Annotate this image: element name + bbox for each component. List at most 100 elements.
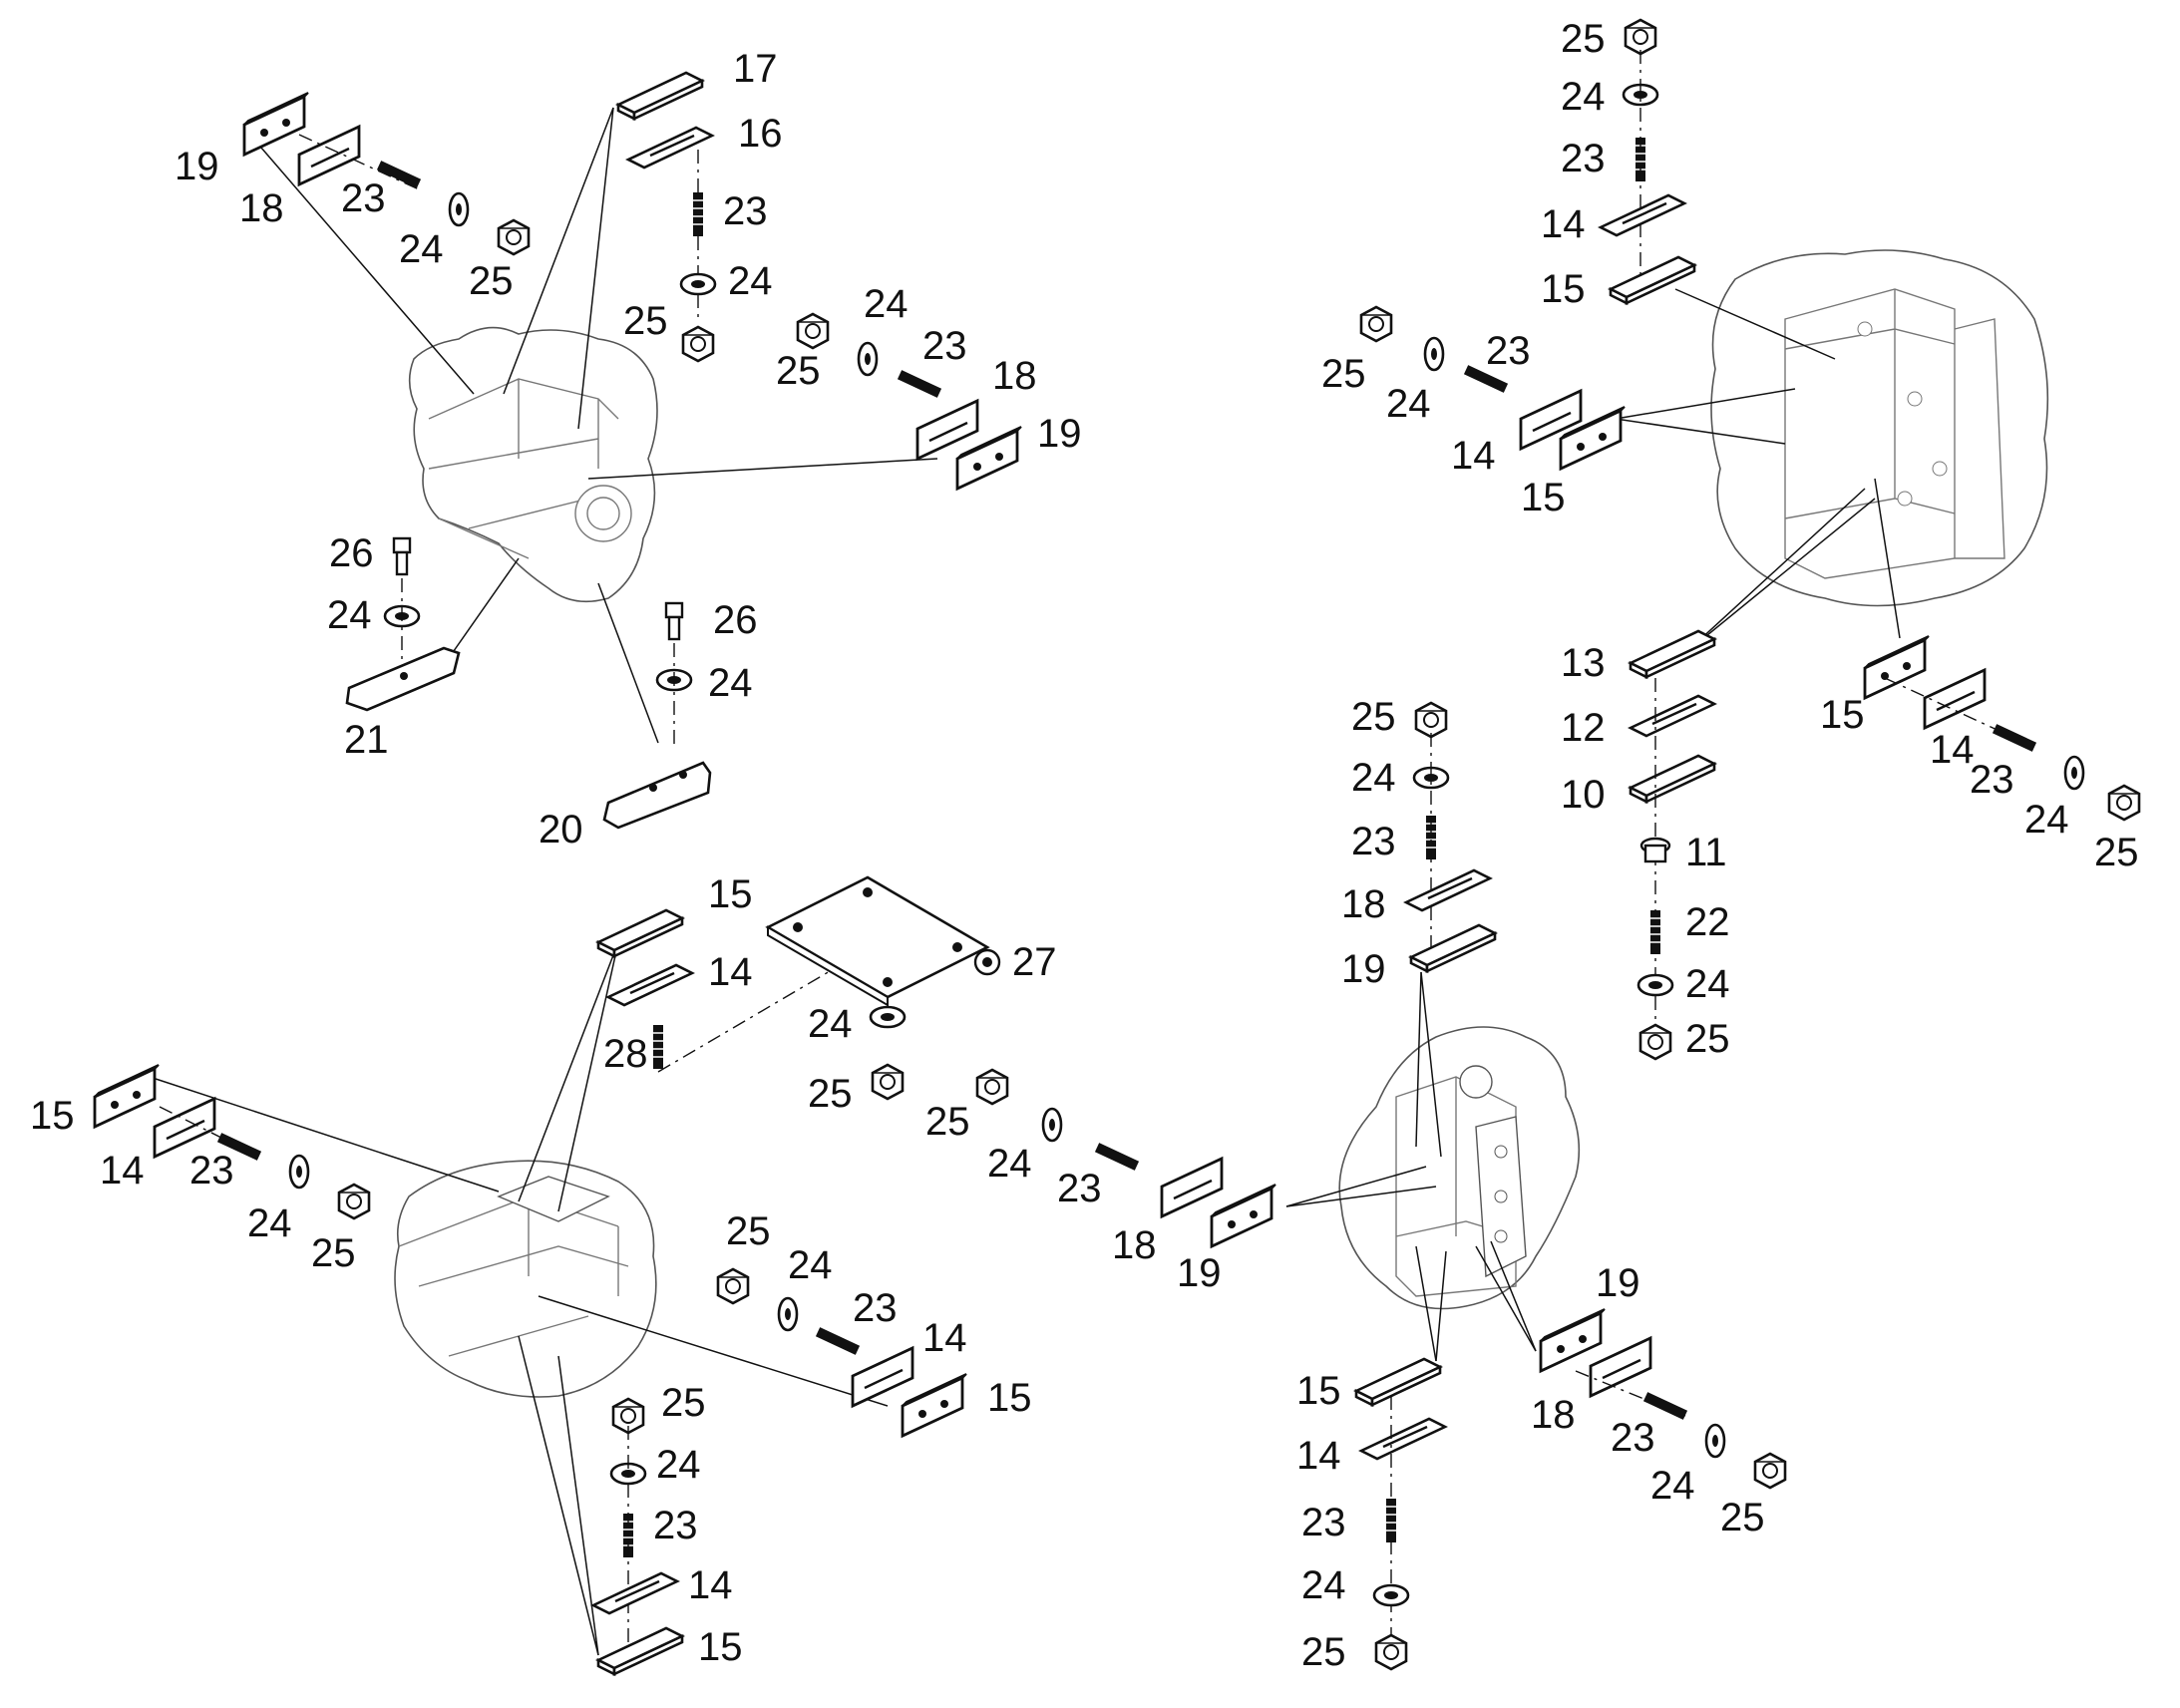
callout-label: 20	[539, 808, 583, 852]
plate-14-icon	[851, 1346, 914, 1408]
callout-label: 16	[738, 112, 783, 156]
callout-label: 25	[2094, 831, 2139, 874]
callout-label: 25	[661, 1381, 706, 1425]
callout-label: 28	[603, 1032, 648, 1076]
callout-label: 23	[922, 324, 967, 368]
stud-23-icon	[897, 370, 942, 398]
stud-28-icon	[652, 1024, 664, 1070]
callout-label: 24	[987, 1142, 1032, 1186]
callout-label: 24	[2024, 798, 2069, 842]
plate-18-icon	[1160, 1157, 1224, 1218]
callout-label: 24	[864, 282, 908, 326]
nut-25-icon	[2107, 784, 2141, 822]
plate-14-icon	[1599, 193, 1686, 237]
callout-label: 24	[1650, 1464, 1695, 1508]
callout-label: 25	[623, 299, 668, 343]
callout-label: 15	[708, 872, 753, 916]
callout-label: 15	[1521, 476, 1566, 519]
callout-label: 18	[239, 186, 284, 230]
plate-12-icon	[1629, 694, 1716, 738]
callout-label: 14	[1296, 1434, 1341, 1478]
nut-25-icon	[1374, 1633, 1408, 1671]
callout-label: 23	[1486, 329, 1531, 373]
plate-15-icon	[1354, 1357, 1442, 1407]
plate-19-icon	[242, 91, 310, 157]
washer-24-icon	[1041, 1107, 1063, 1143]
stud-23-icon	[1992, 724, 2037, 752]
plate-19-icon	[1210, 1183, 1277, 1248]
nut-25-icon	[337, 1183, 371, 1220]
callout-label: 24	[1351, 756, 1396, 800]
callout-label: 24	[247, 1201, 292, 1245]
assembly-bottom-left	[93, 875, 1001, 1676]
pad-21-icon	[345, 646, 461, 712]
callout-label: 18	[1341, 882, 1386, 926]
assembly-top-right	[1359, 18, 2141, 1061]
plate-15-icon	[596, 908, 684, 958]
callout-label: 15	[30, 1094, 75, 1138]
callout-label: 14	[1930, 728, 1975, 772]
plate-18-icon	[915, 399, 979, 461]
callout-label: 19	[1341, 947, 1386, 991]
callout-label: 23	[653, 1504, 698, 1547]
callout-label: 15	[1541, 267, 1586, 311]
callout-label: 23	[189, 1149, 234, 1193]
nut-25-icon	[497, 218, 531, 256]
callout-labels: 19 18 23 24 25 17 16 23 24 25 25 24 23 1…	[30, 17, 2139, 1674]
callout-label: 15	[1296, 1369, 1341, 1413]
callout-label: 18	[1531, 1393, 1576, 1437]
callout-label: 13	[1561, 641, 1606, 685]
callout-label: 27	[1012, 940, 1057, 984]
callout-label: 15	[1820, 693, 1865, 737]
bolt-26-icon	[664, 601, 684, 641]
callout-label: 23	[1970, 758, 2014, 802]
nut-25-icon	[1624, 18, 1657, 56]
stud-22-icon	[1649, 909, 1661, 955]
callout-label: 21	[344, 718, 389, 762]
assembly-top-left	[242, 71, 1023, 830]
assembly-bottom-right	[975, 701, 1787, 1671]
callout-label: 14	[1541, 202, 1586, 246]
callout-label: 25	[808, 1072, 853, 1116]
stud-23-icon	[1385, 1498, 1397, 1543]
nut-25-icon	[871, 1063, 905, 1101]
callout-label: 14	[922, 1316, 967, 1360]
nut-25-icon	[1638, 1023, 1672, 1061]
pad-20-icon	[602, 761, 712, 830]
nut-25-icon	[796, 312, 830, 350]
callout-label: 24	[708, 661, 753, 705]
nut-25-icon	[1753, 1452, 1787, 1490]
nut-25-icon	[1414, 701, 1448, 739]
plate-19-icon	[1539, 1307, 1607, 1373]
stud-23-icon	[692, 191, 704, 237]
plate-18-icon	[1404, 868, 1492, 912]
washer-24-icon	[1636, 973, 1674, 997]
callout-label: 14	[1451, 434, 1496, 478]
callout-label: 15	[698, 1625, 743, 1669]
mounting-plate-27-icon	[765, 875, 1001, 1007]
plate-13-icon	[1629, 629, 1716, 679]
callout-label: 26	[329, 531, 374, 575]
washer-24-icon	[2063, 755, 2085, 791]
callout-label: 24	[656, 1443, 701, 1487]
callout-label: 23	[853, 1286, 898, 1330]
callout-label: 23	[1301, 1501, 1346, 1544]
plate-10-icon	[1629, 754, 1716, 804]
nut-25-icon	[1359, 305, 1393, 343]
callout-label: 14	[688, 1563, 733, 1607]
plate-14-icon	[1359, 1417, 1447, 1461]
callout-label: 12	[1561, 706, 1606, 750]
washer-24-icon	[288, 1154, 310, 1190]
callout-label: 26	[713, 598, 758, 642]
plate-15-icon	[596, 1626, 684, 1676]
nut-25-icon	[681, 325, 715, 363]
callout-label: 10	[1561, 773, 1606, 817]
plate-18-icon	[1589, 1336, 1652, 1398]
callout-label: 17	[733, 47, 778, 91]
washer-24-icon	[1423, 336, 1445, 372]
callout-label: 24	[728, 259, 773, 303]
callout-label: 23	[1561, 137, 1606, 180]
callout-label: 19	[175, 145, 219, 188]
